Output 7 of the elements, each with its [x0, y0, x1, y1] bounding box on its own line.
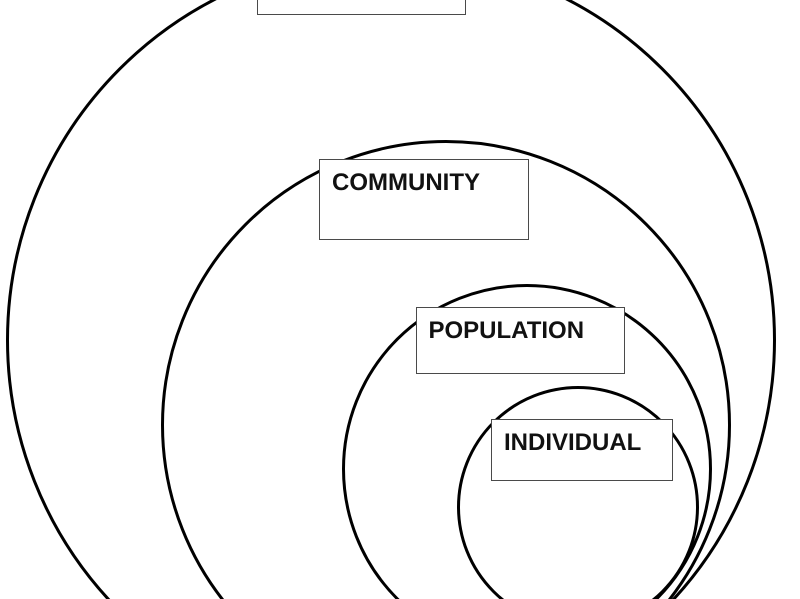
nested-circle [456, 386, 698, 599]
framed-label: POPULATION [416, 306, 624, 374]
nested-circle [342, 284, 712, 599]
nested-circle [6, 0, 776, 599]
framed-label: INDIVIDUAL [491, 419, 673, 481]
framed-label: COMMUNITY [319, 159, 529, 240]
nested-circle [160, 140, 730, 599]
